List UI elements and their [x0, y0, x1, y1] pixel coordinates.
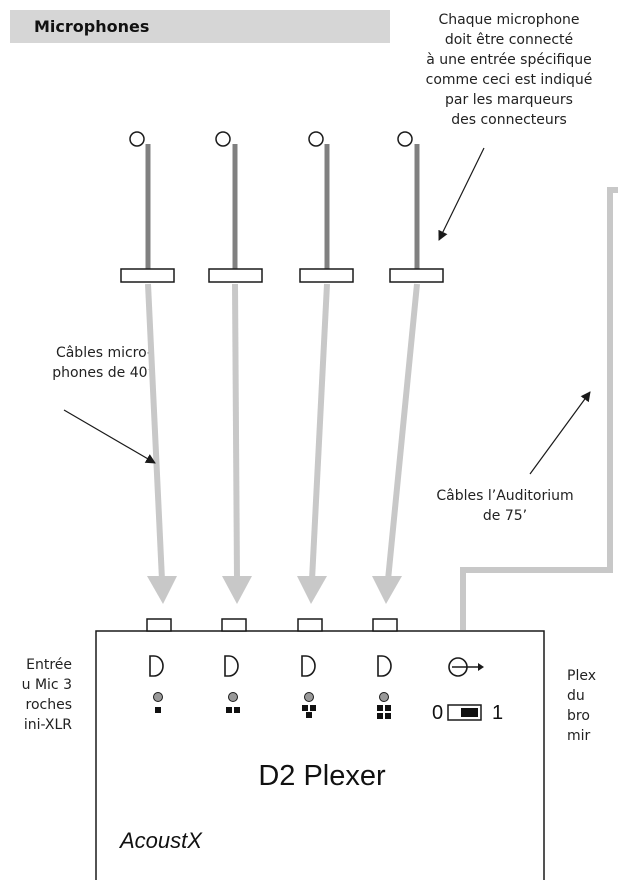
device-brand: AcoustX	[120, 828, 202, 853]
led-4	[379, 692, 389, 702]
input-jack-1	[146, 618, 172, 632]
connector-note: Chaque microphone doit être connecté à u…	[425, 12, 593, 128]
microphone-4	[389, 131, 444, 283]
switch-on-label: 1	[492, 702, 504, 724]
mic-input-icon	[224, 655, 239, 677]
output-arrow-icon	[448, 657, 484, 677]
power-toggle-switch	[447, 704, 482, 721]
mic-head-icon	[308, 131, 324, 147]
mic-cable-4	[372, 283, 420, 604]
led-3	[304, 692, 314, 702]
input-jack-4	[372, 618, 398, 632]
device-name: D2 Plexer	[258, 760, 386, 792]
microphone-3	[299, 131, 354, 283]
led-2	[228, 692, 238, 702]
auditorium-cables-arrow	[529, 391, 591, 475]
mic-head-icon	[397, 131, 413, 147]
mic-cable-3	[297, 283, 330, 604]
auditorium-cables-note: Câbles l’Auditorium de 75’	[436, 488, 574, 524]
auditorium-cable	[460, 187, 618, 630]
section-title: Microphones	[34, 17, 150, 36]
mic-head-icon	[215, 131, 231, 147]
input-jack-2	[221, 618, 247, 632]
mic-connector	[389, 268, 444, 283]
switch-off-label: 0	[432, 702, 444, 724]
mic-head-icon	[129, 131, 145, 147]
section-header: Microphones	[10, 10, 390, 43]
pin-marker-icon	[302, 705, 316, 718]
plexer-partial-note: Plex du bro mir	[567, 668, 596, 744]
microphone-2	[208, 131, 263, 283]
mic-cable-1	[145, 283, 177, 604]
led-1	[153, 692, 163, 702]
connector-note-arrow	[438, 147, 485, 241]
pin-marker-icon	[226, 707, 240, 713]
mic-connector	[208, 268, 263, 283]
pin-marker-icon	[155, 707, 161, 713]
microphone-1	[120, 131, 175, 283]
mic-cables-arrow	[63, 409, 156, 464]
mic-cable-2	[222, 283, 252, 604]
input-jack-3	[297, 618, 323, 632]
mic-connector	[120, 268, 175, 283]
mic-input-icon	[377, 655, 392, 677]
mic-cables-note: Câbles micro- phones de 40’	[52, 345, 152, 381]
pin-marker-icon	[377, 705, 391, 719]
mic-input-icon	[149, 655, 164, 677]
mini-xlr-input-note: Entrée u Mic 3 roches ini-XLR	[21, 657, 72, 733]
mic-connector	[299, 268, 354, 283]
mic-input-icon	[301, 655, 316, 677]
